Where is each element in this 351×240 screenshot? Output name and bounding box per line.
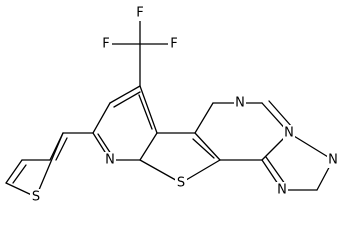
svg-text:N: N xyxy=(235,96,245,111)
pyrimidine-nitrogen-label: N xyxy=(234,95,246,111)
thiophene-substituent xyxy=(5,132,94,198)
fluorine-label-right: F xyxy=(168,36,180,52)
core-sulfur-label: S xyxy=(175,175,187,191)
svg-text:F: F xyxy=(170,37,177,52)
pyridine-nitrogen-label: N xyxy=(104,152,116,168)
structure-drawing: F F F N N N N N xyxy=(5,5,339,205)
atom-labels: F F F N N N N N xyxy=(30,5,339,205)
fluorine-label-left: F xyxy=(100,36,112,52)
thiophene-sulfur-label: S xyxy=(30,189,42,205)
svg-text:S: S xyxy=(32,190,40,205)
svg-text:F: F xyxy=(136,6,143,21)
fluorine-label-top: F xyxy=(134,5,146,21)
svg-text:N: N xyxy=(328,153,338,168)
triazole-ring xyxy=(261,132,334,191)
svg-text:N: N xyxy=(284,126,294,141)
thieno-ring xyxy=(139,132,221,184)
svg-text:F: F xyxy=(102,37,109,52)
molecule-diagram: F F F N N N N N xyxy=(5,5,339,205)
svg-text:N: N xyxy=(105,153,115,168)
bridge-nitrogen-label: N xyxy=(283,125,295,141)
pyridine-ring xyxy=(92,85,158,161)
triazole-nitrogen-bottom-label: N xyxy=(276,182,288,198)
trifluoromethyl-group xyxy=(111,14,169,87)
svg-text:N: N xyxy=(277,183,287,198)
triazole-nitrogen-top-label: N xyxy=(327,152,339,168)
svg-text:S: S xyxy=(177,176,185,191)
